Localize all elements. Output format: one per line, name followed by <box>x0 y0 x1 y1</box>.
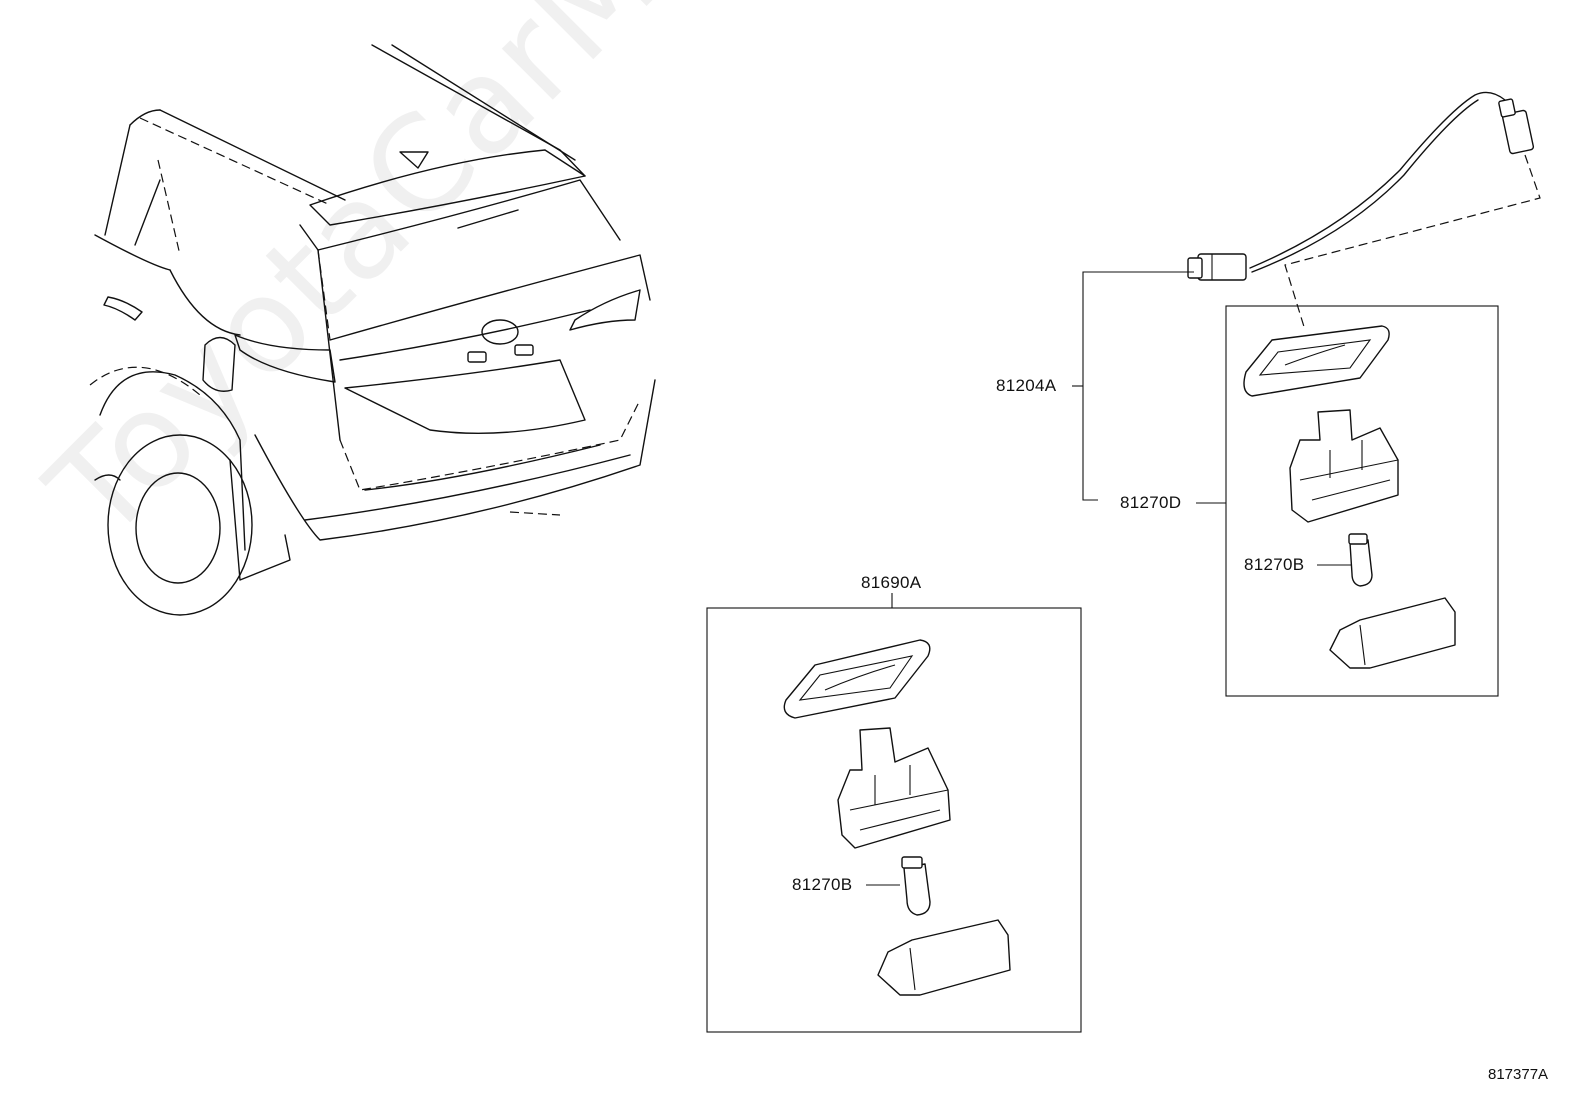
callout-81270d: 81270D <box>1120 493 1182 512</box>
wire-harness-81204a <box>1187 91 1541 331</box>
callout-81204a: 81204A <box>996 376 1057 395</box>
vehicle-rear-illustration <box>89 44 656 616</box>
assembly-box-81690a <box>706 607 1082 1033</box>
leader-81204a <box>1082 271 1194 501</box>
lamp-assembly-81270d <box>1243 325 1456 669</box>
figure-code: 817377A <box>1488 1066 1549 1083</box>
callout-81270b-upper: 81270B <box>1244 555 1305 574</box>
assembly-box-81270d <box>1225 305 1499 697</box>
lamp-assembly-81690a <box>783 639 1011 996</box>
callout-81270b-lower: 81270B <box>792 875 853 894</box>
callout-81690a: 81690A <box>861 573 922 592</box>
